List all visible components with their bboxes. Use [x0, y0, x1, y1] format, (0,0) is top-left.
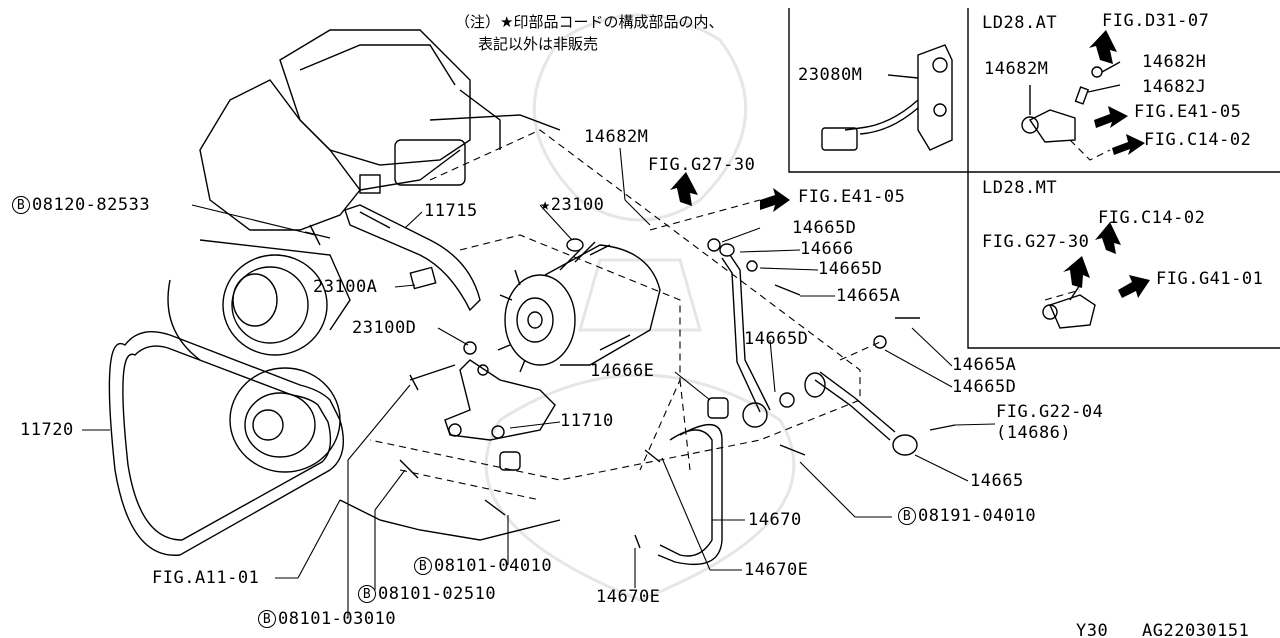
part-label-14665A-2[interactable]: 14665A	[952, 355, 1017, 375]
fig-link-G22-04[interactable]: FIG.G22-04	[996, 402, 1104, 422]
fig-link-G27-30[interactable]: FIG.G27-30	[648, 155, 756, 175]
part-label-14665D-1[interactable]: 14665D	[792, 218, 857, 238]
part-label-11720[interactable]: 11720	[20, 420, 74, 440]
part-label-14665A-1[interactable]: 14665A	[836, 286, 901, 306]
bolts	[304, 224, 956, 516]
note-line-1: （注）★印部品コードの構成部品の内、	[455, 13, 724, 31]
part-label-14682H[interactable]: 14682H	[1142, 52, 1207, 72]
part-label-14682J[interactable]: 14682J	[1142, 77, 1207, 97]
fig-link-D31-07[interactable]: FIG.D31-07	[1102, 11, 1210, 31]
alternator	[497, 238, 661, 373]
bolt-mark-icon: B	[898, 507, 916, 525]
harness-23080M	[821, 44, 953, 151]
arrows	[670, 30, 1150, 298]
vacuum-pipe	[707, 238, 887, 428]
oil-pipe	[804, 371, 918, 456]
inset-frame-right	[967, 8, 1280, 349]
alternator-bracket	[444, 359, 556, 441]
fig-link-E41-05-at[interactable]: FIG.E41-05	[1134, 102, 1242, 122]
guide-lines	[369, 129, 1111, 501]
note-line-2: 表記以外は非販売	[478, 35, 599, 53]
part-label-11715[interactable]: 11715	[424, 201, 478, 221]
fig-link-C14-02-at[interactable]: FIG.C14-02	[1144, 130, 1252, 150]
part-label-14670E-1[interactable]: 14670E	[744, 560, 809, 580]
engine-block	[167, 29, 561, 541]
mt-fitting	[1042, 284, 1096, 329]
fig-link-A11-01[interactable]: FIG.A11-01	[152, 568, 260, 588]
inset-mt-title: LD28.MT	[982, 178, 1058, 198]
part-label-14665D-2[interactable]: 14665D	[818, 259, 883, 279]
footer-code-1: Y30	[1076, 621, 1109, 638]
part-label-23100[interactable]: ★23100	[540, 195, 605, 215]
part-label-14665D-4[interactable]: 14665D	[952, 377, 1017, 397]
leader-lines	[82, 147, 996, 618]
part-label-14665[interactable]: 14665	[970, 471, 1024, 491]
adjusting-bar	[344, 204, 481, 312]
fig-link-G41-01[interactable]: FIG.G41-01	[1156, 269, 1264, 289]
fan-belt	[108, 331, 344, 556]
part-label-14666E[interactable]: 14666E	[590, 361, 655, 381]
part-label-23080M[interactable]: 23080M	[798, 65, 863, 85]
part-label-14670E-2[interactable]: 14670E	[596, 587, 661, 607]
part-label-14665D-3[interactable]: 14665D	[744, 329, 809, 349]
footer-code-2: AG22030151	[1142, 621, 1250, 638]
inset-at-title: LD28.AT	[982, 13, 1058, 33]
part-label-11710[interactable]: 11710	[560, 411, 614, 431]
hose	[499, 397, 729, 566]
part-label-14686: (14686)	[996, 423, 1072, 443]
part-label-14666[interactable]: 14666	[800, 239, 854, 259]
bolt-mark-icon: B	[358, 585, 376, 603]
part-label-14682M-at[interactable]: 14682M	[984, 59, 1049, 79]
inset-frame-23080M	[788, 8, 968, 173]
part-label-14670[interactable]: 14670	[748, 510, 802, 530]
part-label-14682M[interactable]: 14682M	[584, 127, 649, 147]
bolt-mark-icon: B	[12, 196, 30, 214]
part-label-23100D[interactable]: 23100D	[352, 318, 417, 338]
fig-link-C14-02-mt[interactable]: FIG.C14-02	[1098, 208, 1206, 228]
fig-link-G27-30-mt[interactable]: FIG.G27-30	[982, 232, 1090, 252]
part-label-23100A[interactable]: 23100A	[313, 277, 378, 297]
at-fitting	[1021, 61, 1121, 143]
fig-link-E41-05[interactable]: FIG.E41-05	[798, 187, 906, 207]
bolt-mark-icon: B	[258, 610, 276, 628]
bolt-mark-icon: B	[414, 557, 432, 575]
